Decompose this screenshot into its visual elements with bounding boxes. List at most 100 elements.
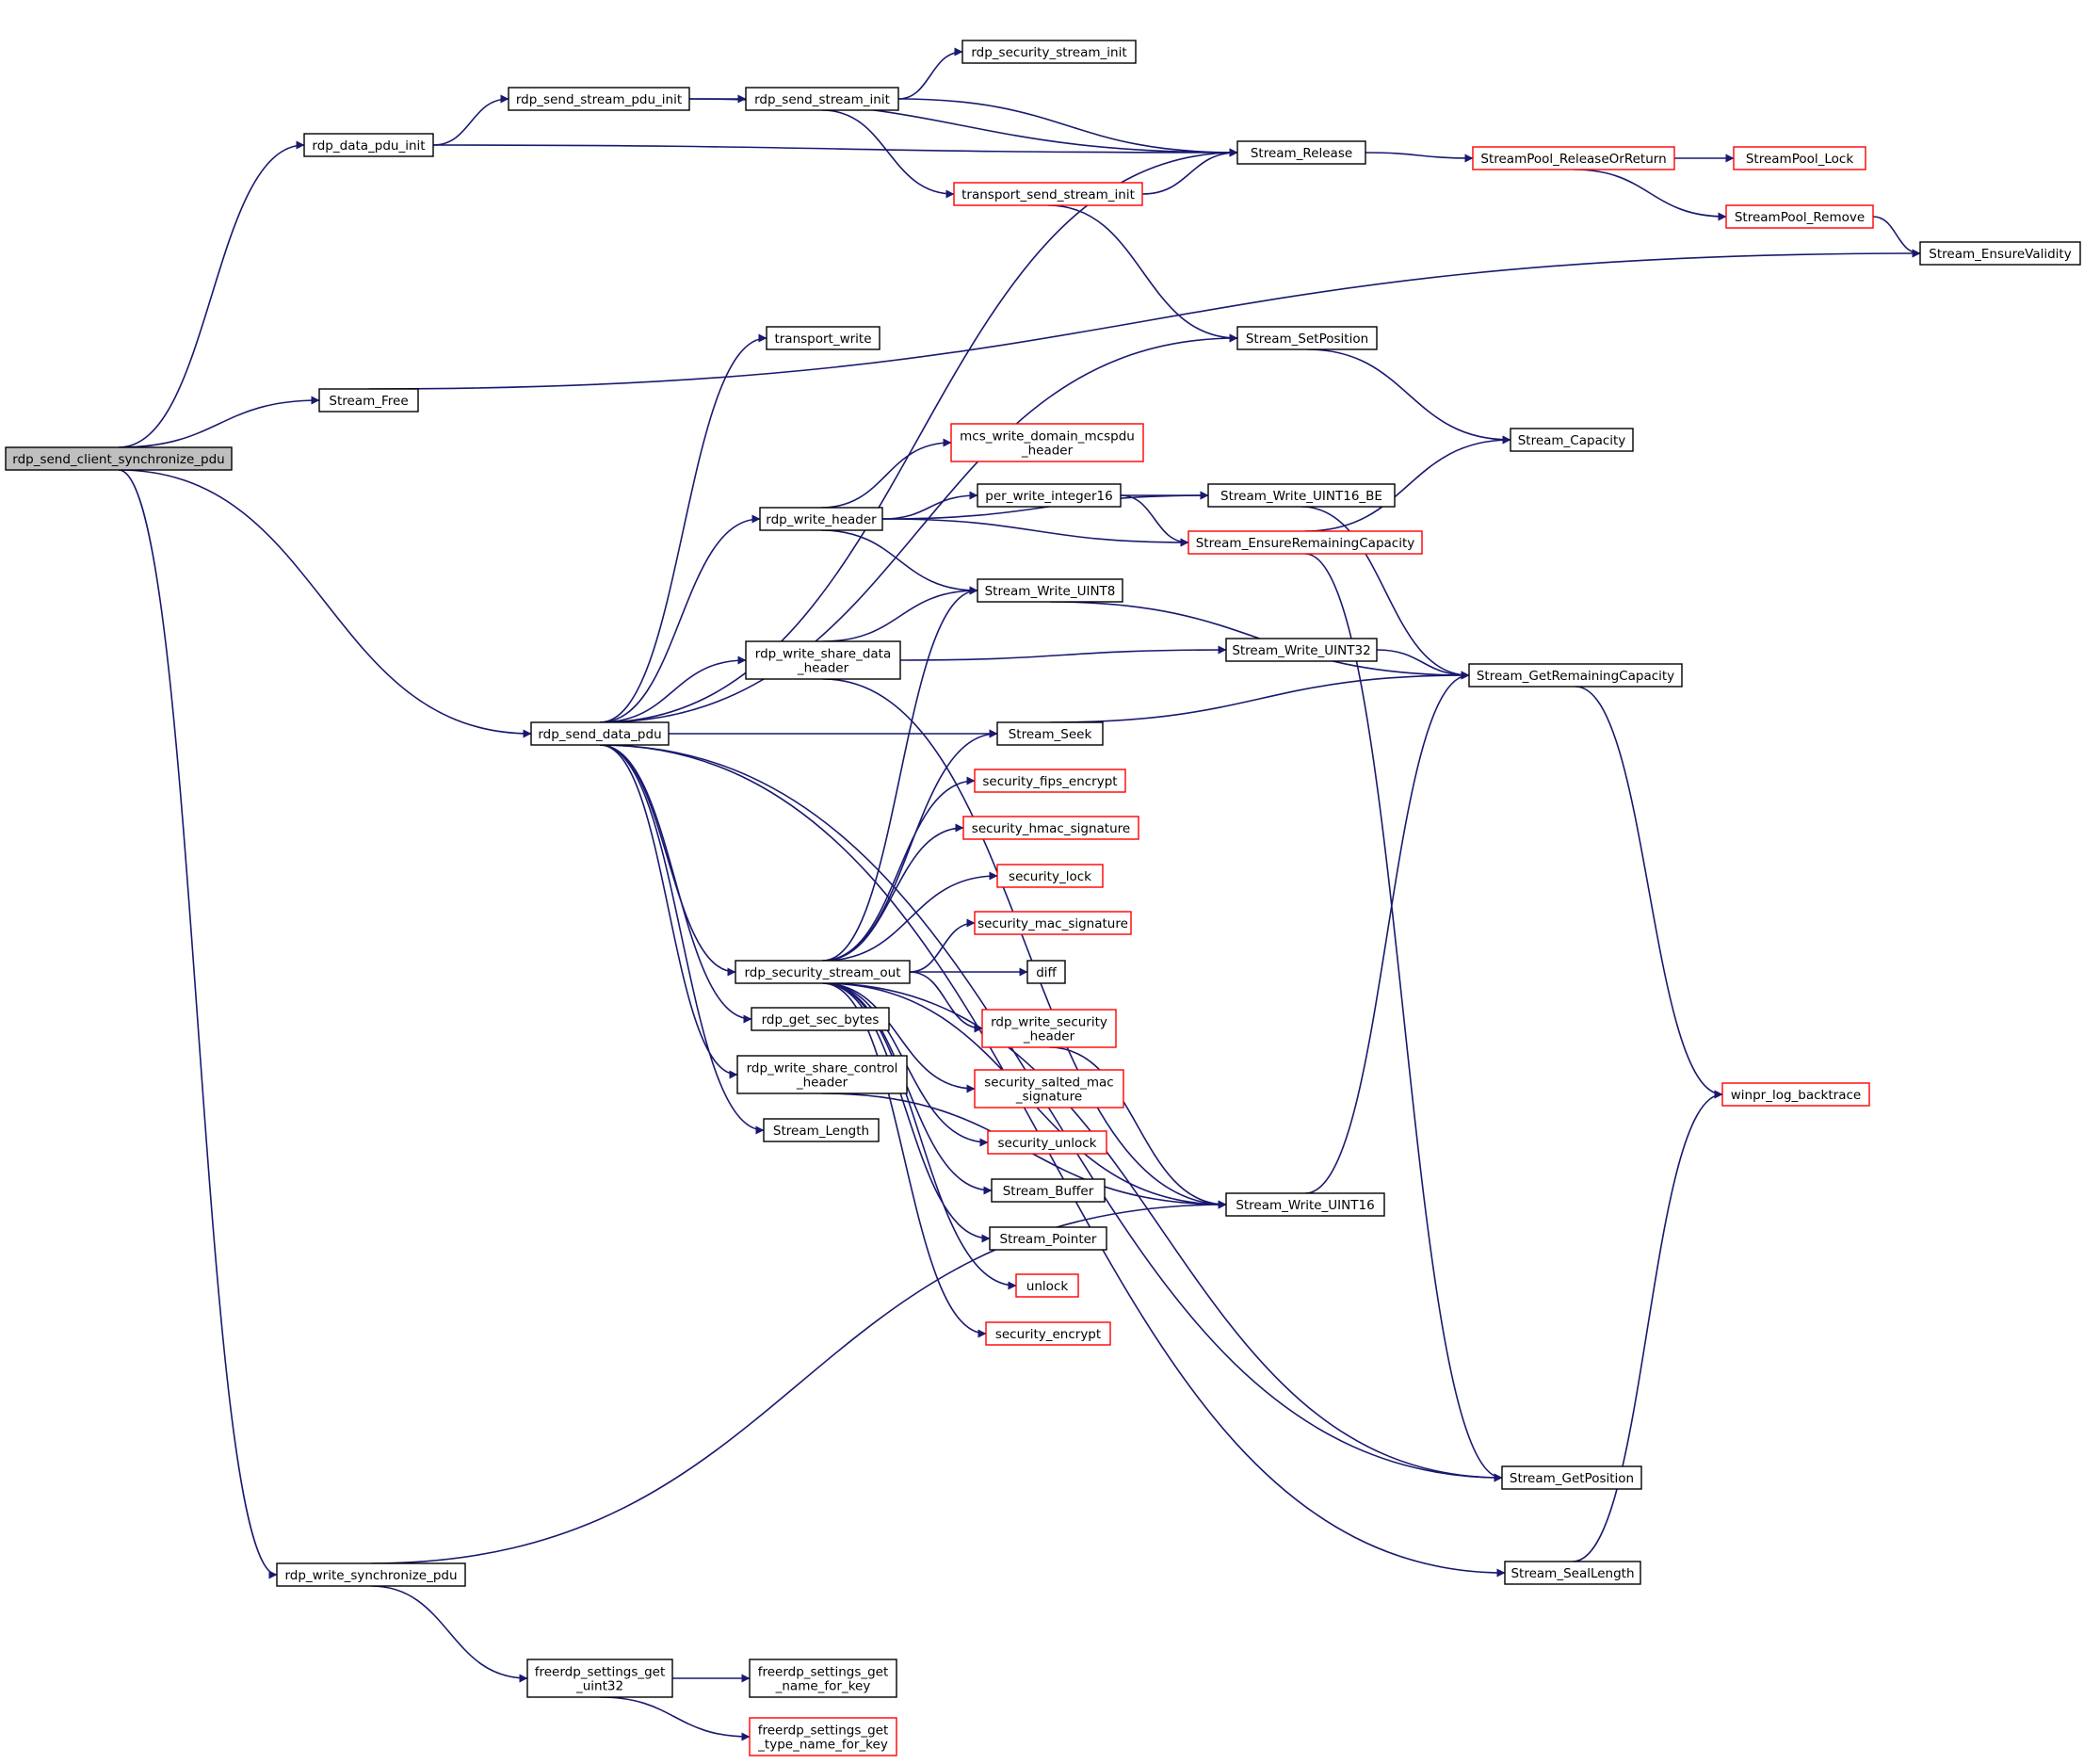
edge-send_data_pdu-to-sec_stream_out [599,744,736,977]
edge-share_data_header-to-uint32 [899,645,1227,661]
node-fips[interactable]: security_fips_encrypt [974,769,1126,793]
edge-stream_free-to-ensure_validity [368,249,1921,390]
node-stream-pointer[interactable]: Stream_Pointer [989,1226,1107,1251]
node-box [974,1069,1124,1109]
edge-seal_length-to-winpr_log [1572,1090,1723,1562]
node-settings-name[interactable]: freerdp_settings_get_name_for_key [749,1659,897,1698]
node-label: winpr_log_backtrace [1731,1088,1861,1103]
node-settings-type[interactable]: freerdp_settings_get_type_name_for_key [749,1717,897,1756]
node-label: security_lock [1009,869,1091,884]
node-stream-buffer[interactable]: Stream_Buffer [991,1178,1106,1203]
node-mcs-write[interactable]: mcs_write_domain_mcspdu_header [950,423,1144,462]
node-box [1504,1561,1641,1585]
edge-per_write-to-ensure_remaining [1120,494,1189,547]
node-ensure-validity[interactable]: Stream_EnsureValidity [1919,241,2081,266]
node-diff[interactable]: diff [1026,960,1066,984]
node-pool-remove[interactable]: StreamPool_Remove [1725,204,1874,229]
node-box [996,721,1104,746]
node-box [1015,1273,1079,1298]
edge-send_data_pdu-to-share_data_header [599,655,747,723]
node-box [1468,663,1683,688]
node-uint8[interactable]: Stream_Write_UINT8 [977,578,1123,603]
node-box [953,182,1143,206]
node-write-sync[interactable]: rdp_write_synchronize_pdu [276,1562,466,1587]
node-transport-send-stream-init[interactable]: transport_send_stream_init [953,182,1143,206]
node-set-position[interactable]: Stream_SetPosition [1236,326,1378,350]
node-label: _header [797,661,849,676]
node-sec-stream-init[interactable]: rdp_security_stream_init [961,40,1137,64]
edge-root-to-send_data_pdu [118,469,532,738]
node-box [981,1009,1117,1048]
node-seek[interactable]: Stream_Seek [996,721,1104,746]
edge-uint16-to-get_remaining [1304,671,1470,1194]
edge-send_data_pdu-to-seal_length [599,744,1506,1578]
node-box [962,816,1139,840]
node-settings-uint32[interactable]: freerdp_settings_get_uint32 [526,1659,673,1698]
node-stream-release[interactable]: Stream_Release [1236,140,1366,165]
node-share-data-header[interactable]: rdp_write_share_data_header [745,640,901,680]
node-label: Stream_GetRemainingCapacity [1477,669,1674,684]
node-uint16[interactable]: Stream_Write_UINT16 [1225,1192,1385,1217]
edge-send_data_pdu-to-get_sec_bytes [599,744,752,1024]
node-data-pdu-init[interactable]: rdp_data_pdu_init [303,133,434,157]
node-pool-release[interactable]: StreamPool_ReleaseOrReturn [1472,146,1675,170]
node-label: rdp_send_data_pdu [538,727,661,742]
edge-transport_send_stream_init-to-stream_release [1141,148,1238,195]
node-seal-length[interactable]: Stream_SealLength [1504,1561,1641,1585]
node-label: rdp_security_stream_init [971,45,1126,60]
node-per-write[interactable]: per_write_integer16 [977,483,1122,508]
node-label: StreamPool_Lock [1746,152,1853,167]
node-label: Stream_Free [329,394,408,409]
edge-transport_send_stream_init-to-set_position [1047,204,1238,343]
node-box [303,133,434,157]
node-get-sec-bytes[interactable]: rdp_get_sec_bytes [751,1007,890,1031]
node-label: Stream_Write_UINT8 [985,584,1116,599]
node-sec-stream-out[interactable]: rdp_security_stream_out [735,960,911,984]
node-label: Stream_Pointer [1000,1232,1097,1247]
node-sec-unlock[interactable]: security_unlock [987,1130,1107,1155]
node-hmac[interactable]: security_hmac_signature [962,816,1139,840]
node-send-data-pdu[interactable]: rdp_send_data_pdu [530,721,670,746]
node-transport-write[interactable]: transport_write [766,326,880,350]
edge-write_header-to-mcs_write [820,438,952,509]
edge-write_header-to-per_write [881,491,978,520]
node-ensure-remaining[interactable]: Stream_EnsureRemainingCapacity [1187,530,1423,555]
node-stream-free[interactable]: Stream_Free [318,388,419,413]
node-get-position[interactable]: Stream_GetPosition [1501,1465,1642,1490]
node-write-sec-header[interactable]: rdp_write_security_header [981,1009,1117,1048]
node-send-stream-pdu-init[interactable]: rdp_send_stream_pdu_init [508,87,690,111]
edge-write_sec_header-to-uint16 [1048,1046,1227,1209]
node-unlock[interactable]: unlock [1015,1273,1079,1298]
edge-root-to-write_sync [118,469,278,1579]
node-pool-lock[interactable]: StreamPool_Lock [1733,146,1866,170]
edge-uint32-to-get_remaining [1376,649,1470,680]
node-capacity[interactable]: Stream_Capacity [1510,428,1634,452]
node-box [977,483,1122,508]
node-get-remaining[interactable]: Stream_GetRemainingCapacity [1468,663,1683,688]
node-send-stream-init[interactable]: rdp_send_stream_init [745,87,899,111]
node-uint16-be[interactable]: Stream_Write_UINT16_BE [1207,483,1396,508]
node-label: rdp_get_sec_bytes [762,1012,880,1028]
node-sec-encrypt[interactable]: security_encrypt [985,1321,1111,1346]
node-label: Stream_Release [1251,146,1352,161]
node-label: rdp_send_stream_init [754,92,890,107]
node-label: security_salted_mac [984,1076,1113,1091]
node-label: _signature [1015,1090,1082,1105]
node-winpr-log[interactable]: winpr_log_backtrace [1721,1082,1870,1107]
node-share-control[interactable]: rdp_write_share_control_header [736,1055,908,1094]
node-box [1733,146,1866,170]
edge-send_stream_init-to-sec_stream_init [897,47,963,100]
node-uint32[interactable]: Stream_Write_UINT32 [1225,638,1378,662]
node-box [1721,1082,1870,1107]
node-box [1187,530,1423,555]
node-root[interactable]: rdp_send_client_synchronize_pdu [5,446,233,471]
node-stream-length[interactable]: Stream_Length [763,1118,880,1142]
node-box [745,640,901,680]
node-sec-lock[interactable]: security_lock [996,864,1104,888]
node-write-header[interactable]: rdp_write_header [759,507,883,531]
node-box [985,1321,1111,1346]
node-salted-mac[interactable]: security_salted_mac_signature [974,1069,1124,1109]
node-mac-sig[interactable]: security_mac_signature [974,911,1132,935]
edge-set_position-to-capacity [1306,348,1511,445]
